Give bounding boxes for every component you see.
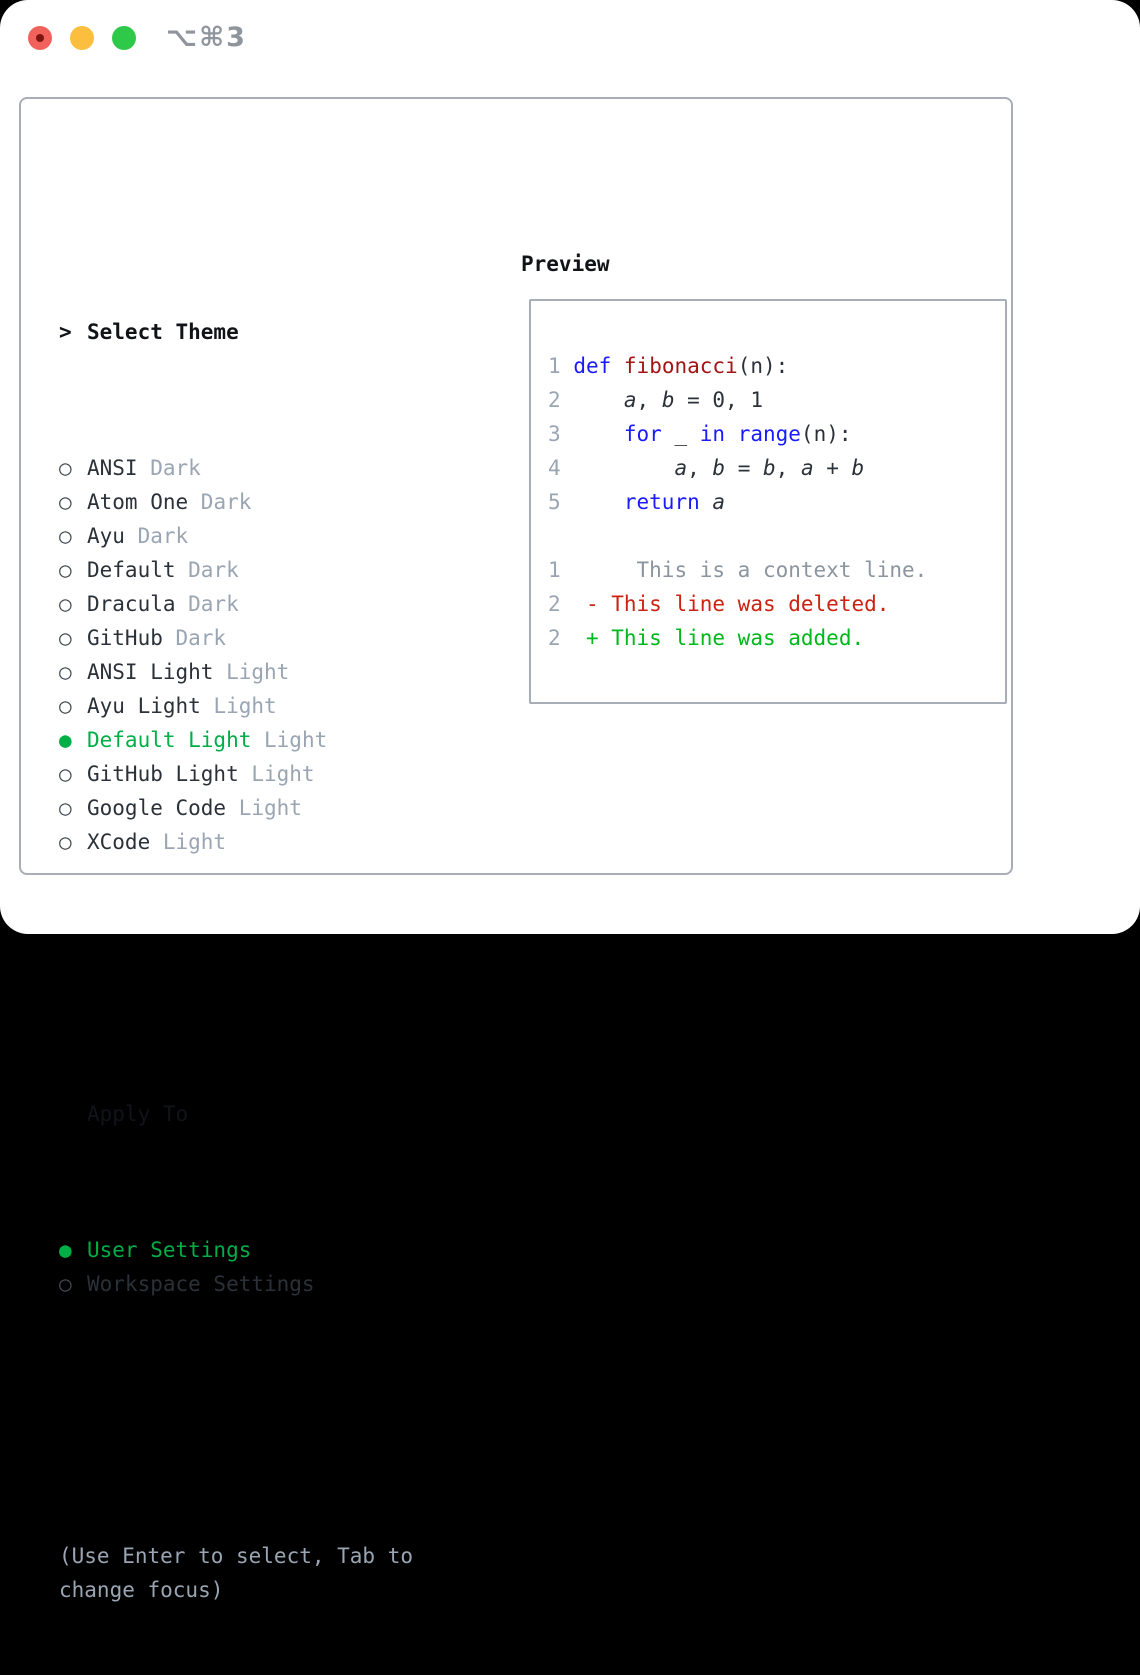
theme-name: ANSI <box>87 456 138 480</box>
code-line <box>548 519 997 553</box>
theme-option-dracula[interactable]: ○ Dracula Dark <box>59 587 499 621</box>
theme-tag: Light <box>251 728 328 752</box>
code-line: 2 + This line was added. <box>548 626 865 650</box>
theme-tag: Dark <box>124 524 189 548</box>
theme-tag: Light <box>213 660 290 684</box>
radio-selected-icon: ● <box>59 1238 72 1262</box>
close-dot-icon <box>36 34 44 42</box>
theme-option-xcode[interactable]: ○ XCode Light <box>59 825 499 859</box>
line-number: 2 <box>548 592 561 616</box>
radio-icon: ○ <box>59 524 72 548</box>
preview-box: 1 def fibonacci(n): 2 a, b = 0, 1 3 for _ … <box>529 299 1007 704</box>
theme-panel: > Select Theme ○ ANSI Dark ○ Atom One Dark ○ A… <box>59 247 499 1675</box>
spacer <box>59 1403 499 1437</box>
code-line: 1 This is a context line. <box>548 558 928 582</box>
theme-tag: Light <box>238 762 315 786</box>
cursor-prefix: > <box>59 320 72 344</box>
radio-icon: ○ <box>59 592 72 616</box>
code-line: 1 def fibonacci(n): <box>548 354 789 378</box>
theme-tag: Light <box>226 796 302 820</box>
apply-to-list: ● User Settings ○ Workspace Settings <box>59 1233 499 1301</box>
line-number: 5 <box>548 490 561 514</box>
zoom-button[interactable] <box>112 26 136 50</box>
radio-icon: ○ <box>59 626 72 650</box>
select-theme-title: Select Theme <box>87 320 239 344</box>
radio-icon: ○ <box>59 558 72 582</box>
close-button[interactable] <box>28 26 52 50</box>
code-line: 4 a, b = b, a + b <box>548 456 865 480</box>
theme-option-atom-one[interactable]: ○ Atom One Dark <box>59 485 499 519</box>
theme-name: Ayu <box>87 524 125 548</box>
theme-tag: Dark <box>188 490 252 514</box>
radio-icon: ○ <box>59 694 72 718</box>
apply-to-title: Apply To <box>87 1102 189 1126</box>
code-line: 3 for _ in range(n): <box>548 422 852 446</box>
window-shortcut-label: ⌥⌘3 <box>166 22 247 53</box>
code-preview: 1 def fibonacci(n): 2 a, b = 0, 1 3 for _ … <box>531 301 1005 655</box>
apply-option-label: Workspace Settings <box>87 1272 315 1296</box>
code-line: 2 a, b = 0, 1 <box>548 388 763 412</box>
radio-icon: ○ <box>59 490 72 514</box>
theme-option-github[interactable]: ○ GitHub Dark <box>59 621 499 655</box>
line-number: 4 <box>548 456 561 480</box>
apply-option-user-settings[interactable]: ● User Settings <box>59 1233 499 1267</box>
theme-tag: Dark <box>175 558 239 582</box>
line-number: 1 <box>548 558 561 582</box>
radio-icon: ○ <box>59 1272 72 1296</box>
content-panel: > Select Theme ○ ANSI Dark ○ Atom One Dark ○ A… <box>19 97 1013 1602</box>
line-number: 1 <box>548 354 561 378</box>
app-window: ⌥⌘3 > Select Theme ○ ANSI Dark ○ Atom One Da… <box>0 0 1140 1602</box>
line-number: 2 <box>548 388 561 412</box>
line-number: 2 <box>548 626 561 650</box>
theme-option-ayu[interactable]: ○ Ayu Dark <box>59 519 499 553</box>
spacer <box>59 961 499 995</box>
titlebar: ⌥⌘3 <box>0 0 1140 76</box>
theme-list: ○ ANSI Dark ○ Atom One Dark ○ Ayu Dark ○ Defaul… <box>59 451 499 859</box>
theme-name: Google Code <box>87 796 227 820</box>
theme-option-default-light[interactable]: ● Default Light Light <box>59 723 499 757</box>
theme-name: Dracula <box>87 592 176 616</box>
line-number: 3 <box>548 422 561 446</box>
theme-option-google-code[interactable]: ○ Google Code Light <box>59 791 499 825</box>
radio-selected-icon: ● <box>59 728 72 752</box>
theme-option-github-light[interactable]: ○ GitHub Light Light <box>59 757 499 791</box>
minimize-button[interactable] <box>70 26 94 50</box>
theme-name: Default Light <box>87 728 252 752</box>
apply-option-workspace-settings[interactable]: ○ Workspace Settings <box>59 1267 499 1301</box>
select-theme-header: > Select Theme <box>59 315 499 349</box>
radio-icon: ○ <box>59 456 72 480</box>
theme-name: Ayu Light <box>87 694 201 718</box>
radio-icon: ○ <box>59 762 72 786</box>
radio-icon: ○ <box>59 830 72 854</box>
theme-name: Default <box>87 558 176 582</box>
theme-tag: Light <box>150 830 227 854</box>
preview-title: Preview <box>521 252 610 276</box>
hint-text: (Use Enter to select, Tab to change focu… <box>59 1544 426 1602</box>
radio-icon: ○ <box>59 660 72 684</box>
theme-name: XCode <box>87 830 151 854</box>
code-line: 2 - This line was deleted. <box>548 592 890 616</box>
theme-name: Atom One <box>87 490 189 514</box>
apply-to-header: Apply To <box>59 1097 499 1131</box>
theme-name: GitHub Light <box>87 762 239 786</box>
theme-tag: Light <box>200 694 277 718</box>
theme-tag: Dark <box>175 592 239 616</box>
theme-option-ansi-light[interactable]: ○ ANSI Light Light <box>59 655 499 689</box>
theme-tag: Dark <box>137 456 201 480</box>
radio-icon: ○ <box>59 796 72 820</box>
code-line: 5 return a <box>548 490 726 514</box>
theme-name: GitHub <box>87 626 163 650</box>
theme-option-default[interactable]: ○ Default Dark <box>59 553 499 587</box>
theme-name: ANSI Light <box>87 660 214 684</box>
apply-option-label: User Settings <box>87 1238 252 1262</box>
theme-option-ansi[interactable]: ○ ANSI Dark <box>59 451 499 485</box>
theme-tag: Dark <box>162 626 227 650</box>
theme-option-ayu-light[interactable]: ○ Ayu Light Light <box>59 689 499 723</box>
